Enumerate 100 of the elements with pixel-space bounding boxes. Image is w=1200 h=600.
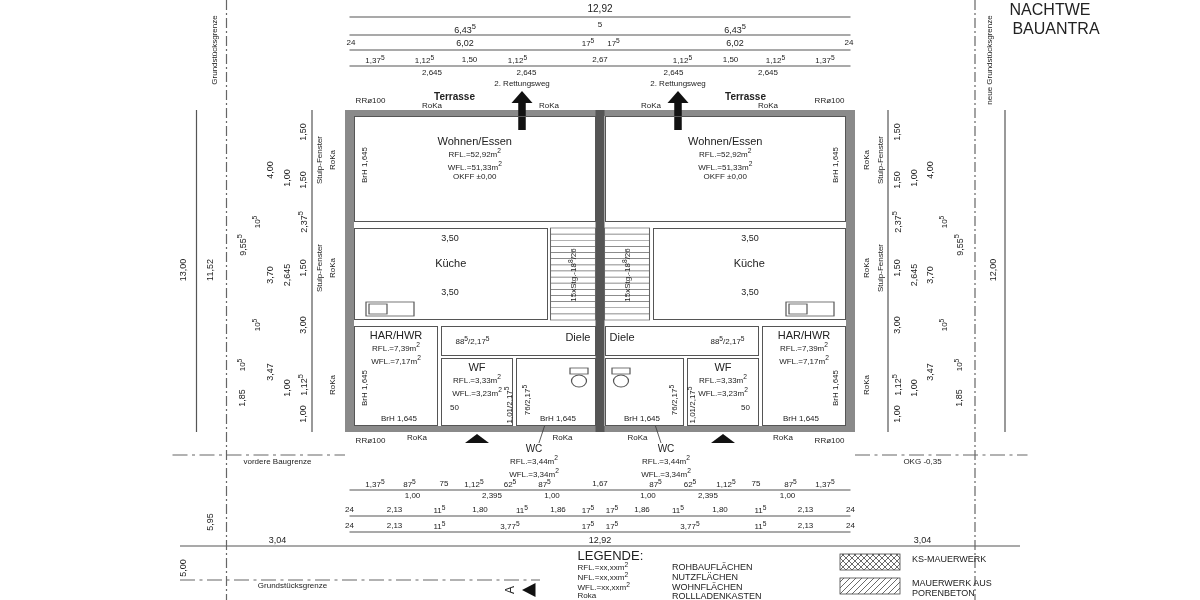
dimension-text: 4,00 xyxy=(925,161,935,179)
dimension-text: 1,86 xyxy=(634,506,650,514)
area-note: WFL.=51,33m$^{2}$ xyxy=(698,159,753,173)
area-note: WFL.=3,34m$^{2}$ xyxy=(509,466,559,479)
dimension-text: 87$^{5}$ xyxy=(784,478,797,490)
window-label: Stulp-Fenster xyxy=(876,244,885,292)
dimension-text: 1,67 xyxy=(592,480,608,488)
area-note: WFL.=7,17m$^{2}$ xyxy=(371,353,421,367)
window-label: Stulp-Fenster xyxy=(315,136,324,184)
room xyxy=(441,358,513,426)
area-note: WFL.=51,33m$^{2}$ xyxy=(447,159,502,173)
dimension-text: 3,50 xyxy=(441,233,459,243)
legend-abbreviation: WFL.=xx,xxm$^{2}$ xyxy=(577,581,630,593)
dimension-text: 1,00 xyxy=(909,379,918,397)
door-size-label: 88$^{5}$/2,17$^{5}$ xyxy=(455,335,490,347)
downpipe-label: RRø100 xyxy=(355,97,386,105)
dimension-text: 2,645 xyxy=(663,69,684,77)
dimension-text: 13,00 xyxy=(178,258,188,282)
area-note: WFL.=3,23m$^{2}$ xyxy=(452,385,502,399)
legend-text: ROHBAUFLÄCHEN xyxy=(672,562,753,572)
dimension-text: 2,645 xyxy=(909,263,918,287)
title-text: BAUANTRA xyxy=(1012,21,1100,37)
room xyxy=(687,358,759,426)
downpipe-label: RRø100 xyxy=(355,437,386,445)
area-note: RFL.=7,39m$^{2}$ xyxy=(780,341,828,354)
dimension-text: 1,12$^{5}$ xyxy=(414,54,435,66)
dimension-text: 2,13 xyxy=(386,522,403,530)
legend-abbreviation: NFL.=xx,xxm$^{2}$ xyxy=(577,571,629,583)
dimension-text: 11$^{5}$ xyxy=(516,504,528,516)
dimension-text: 3,77$^{5}$ xyxy=(500,520,520,532)
sill-height-label: BrH 1,645 xyxy=(831,370,840,406)
dimension-text: 3,70 xyxy=(925,266,935,284)
downpipe-label: RRø100 xyxy=(814,97,845,105)
dimension-text: 12,00 xyxy=(988,258,998,282)
legend-heading: LEGENDE: xyxy=(577,548,644,562)
area-note: RFL.=3,33m$^{2}$ xyxy=(453,373,501,386)
room-name: WC xyxy=(525,443,543,455)
shutter-box-label: RoKa xyxy=(773,434,793,442)
legend-text: WOHNFLÄCHEN xyxy=(672,582,743,592)
room-name: HAR/HWR xyxy=(369,329,423,342)
dimension-text: 1,00 xyxy=(282,379,291,397)
dimension-text: 1,00 xyxy=(544,492,560,500)
legend-abbreviation: Roka xyxy=(577,592,597,600)
dimension-text: 62$^{5}$ xyxy=(503,478,517,490)
dimension-text: 2,13 xyxy=(797,522,814,530)
boundary-label: Grundstücksgrenze xyxy=(210,15,219,85)
room xyxy=(354,116,596,222)
room-name: WF xyxy=(714,361,732,374)
dimension-text: 1,50 xyxy=(722,56,739,64)
dimension-text: 1,00 xyxy=(779,492,796,500)
room-name: WF xyxy=(468,361,486,374)
area-note: WFL.=3,23m$^{2}$ xyxy=(698,385,748,399)
room-name: Küche xyxy=(435,257,467,270)
dimension-text: 2,645 xyxy=(422,69,442,77)
sill-height-label: BrH 1,645 xyxy=(783,415,819,423)
room xyxy=(604,358,684,426)
leader-line xyxy=(538,425,545,444)
window-label: Stulp-Fenster xyxy=(315,244,324,292)
dimension-text: 4,00 xyxy=(265,161,275,179)
legend-text: NUTZFLÄCHEN xyxy=(672,572,738,582)
dimension-text: 24 xyxy=(844,39,854,47)
area-note: WFL.=7,17m$^{2}$ xyxy=(779,353,829,367)
downpipe-label: RRø100 xyxy=(814,437,845,445)
dimension-text: 1,85 xyxy=(954,389,963,407)
dimension-text: 1,00 xyxy=(298,405,308,423)
area-note: RFL.=7,39m$^{2}$ xyxy=(372,341,420,354)
terrace-label: Terrasse xyxy=(434,92,475,102)
room xyxy=(604,326,759,356)
dimension-text: 3,04 xyxy=(913,535,932,545)
window-label: Stulp-Fenster xyxy=(876,136,885,184)
dimension-text: 1,50 xyxy=(461,56,478,64)
dimension-text: 1,12$^{5}$ xyxy=(716,478,736,490)
shutter-box-label: RoKa xyxy=(641,102,661,110)
dimension-text: 24 xyxy=(345,506,354,514)
area-note: OKFF ±0,00 xyxy=(453,172,497,182)
dimension-text: 24 xyxy=(846,522,855,530)
dimension-text: 1,00 xyxy=(640,492,656,500)
dimension-text: 5,95 xyxy=(205,513,215,531)
room-name: WC xyxy=(657,443,675,455)
dimension-text: 3,50 xyxy=(741,233,759,243)
shutter-box-label: RoKa xyxy=(329,375,337,395)
dimension-text: 6,43$^{5}$ xyxy=(454,23,476,35)
dimension-text: 1,50 xyxy=(298,259,308,277)
dimension-text: 3,50 xyxy=(741,287,759,297)
dimension-text: 3,00 xyxy=(892,316,902,334)
dimension-text: 1,50 xyxy=(892,123,902,141)
area-note: WFL.=3,34m$^{2}$ xyxy=(641,466,691,479)
dimension-text: 75 xyxy=(751,480,761,488)
room-name: Diele xyxy=(565,331,591,344)
dimension-text: 1,12$^{5}$ xyxy=(765,54,786,66)
sill-height-label: BrH 1,645 xyxy=(831,147,840,183)
legend-abbreviation: RFL.=xx,xxm$^{2}$ xyxy=(577,561,629,573)
dimension-text: 24 xyxy=(345,522,354,530)
terrace-label: Terrasse xyxy=(725,92,766,102)
dimension-text: 3,70 xyxy=(265,266,275,284)
boundary-label: vordere Baugrenze xyxy=(243,458,312,466)
dimension-text: 5 xyxy=(597,21,603,29)
escape-route-label: 2. Rettungsweg xyxy=(494,80,550,88)
area-note: RFL.=3,33m$^{2}$ xyxy=(699,373,747,386)
level-label: OKG -0,35 xyxy=(903,458,942,466)
